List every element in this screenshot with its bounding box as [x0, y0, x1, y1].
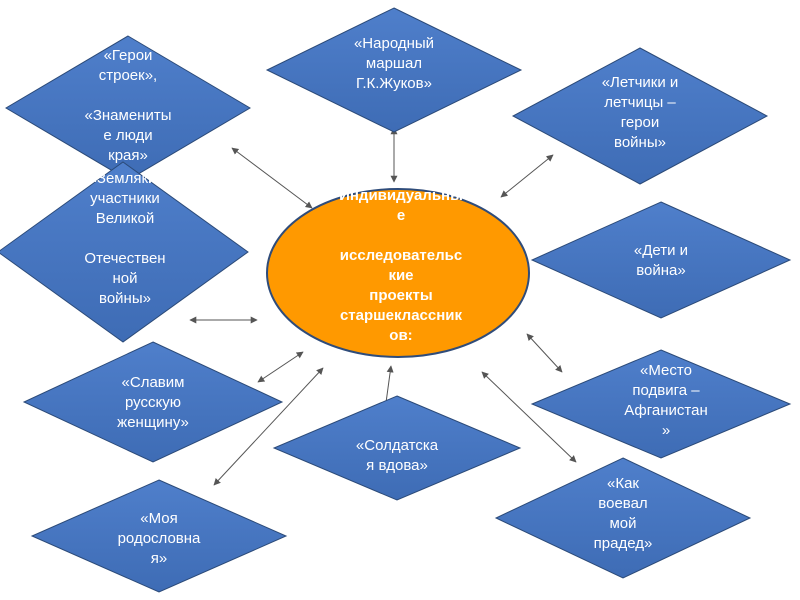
label-pilots: «Летчики и летчицы – герои войны»	[601, 74, 679, 151]
label-afghanistan: «Место подвига – Афганистан »	[624, 362, 708, 439]
label-marshal-zhukov: «Народный маршал Г.К.Жуков»	[353, 35, 435, 92]
connector-genealogy	[213, 367, 324, 486]
diamond-soldiers-widow	[272, 395, 522, 501]
center-label: Индивидуальны е исследовательс кие проек…	[339, 187, 463, 344]
center-ellipse	[266, 188, 530, 358]
diamonds	[0, 7, 792, 593]
label-children-and-war: «Дети и война»	[633, 242, 689, 279]
diamond-pilots	[511, 47, 769, 185]
label-glorify-woman: «Славим русскую женщину»	[117, 374, 189, 431]
connector-pilots	[500, 154, 554, 198]
label-countrymen: «Земляки- участники Великой Отечествен н…	[84, 170, 166, 307]
connectors	[189, 127, 577, 486]
diamond-children-and-war	[530, 201, 792, 319]
label-genealogy: «Моя родословна я»	[117, 510, 201, 567]
diamond-great-grandfather	[494, 457, 752, 579]
connector-afghanistan	[526, 333, 563, 373]
diamond-marshal-zhukov	[265, 7, 523, 133]
label-soldiers-widow: «Солдатска я вдова»	[355, 437, 439, 474]
label-great-grandfather: «Как воевал мой прадед»	[593, 475, 653, 552]
diamond-afghanistan	[530, 349, 792, 459]
connector-glorify-woman	[257, 351, 304, 383]
diamond-glorify-woman	[22, 341, 284, 463]
diamond-genealogy	[30, 479, 288, 593]
diamond-countrymen	[0, 161, 249, 343]
connector-great-grandfather	[481, 371, 577, 463]
connector-heroes-of-construction	[231, 147, 313, 209]
label-heroes-of-construction: «Герои строек», «Знамениты е люди края»	[84, 47, 172, 164]
